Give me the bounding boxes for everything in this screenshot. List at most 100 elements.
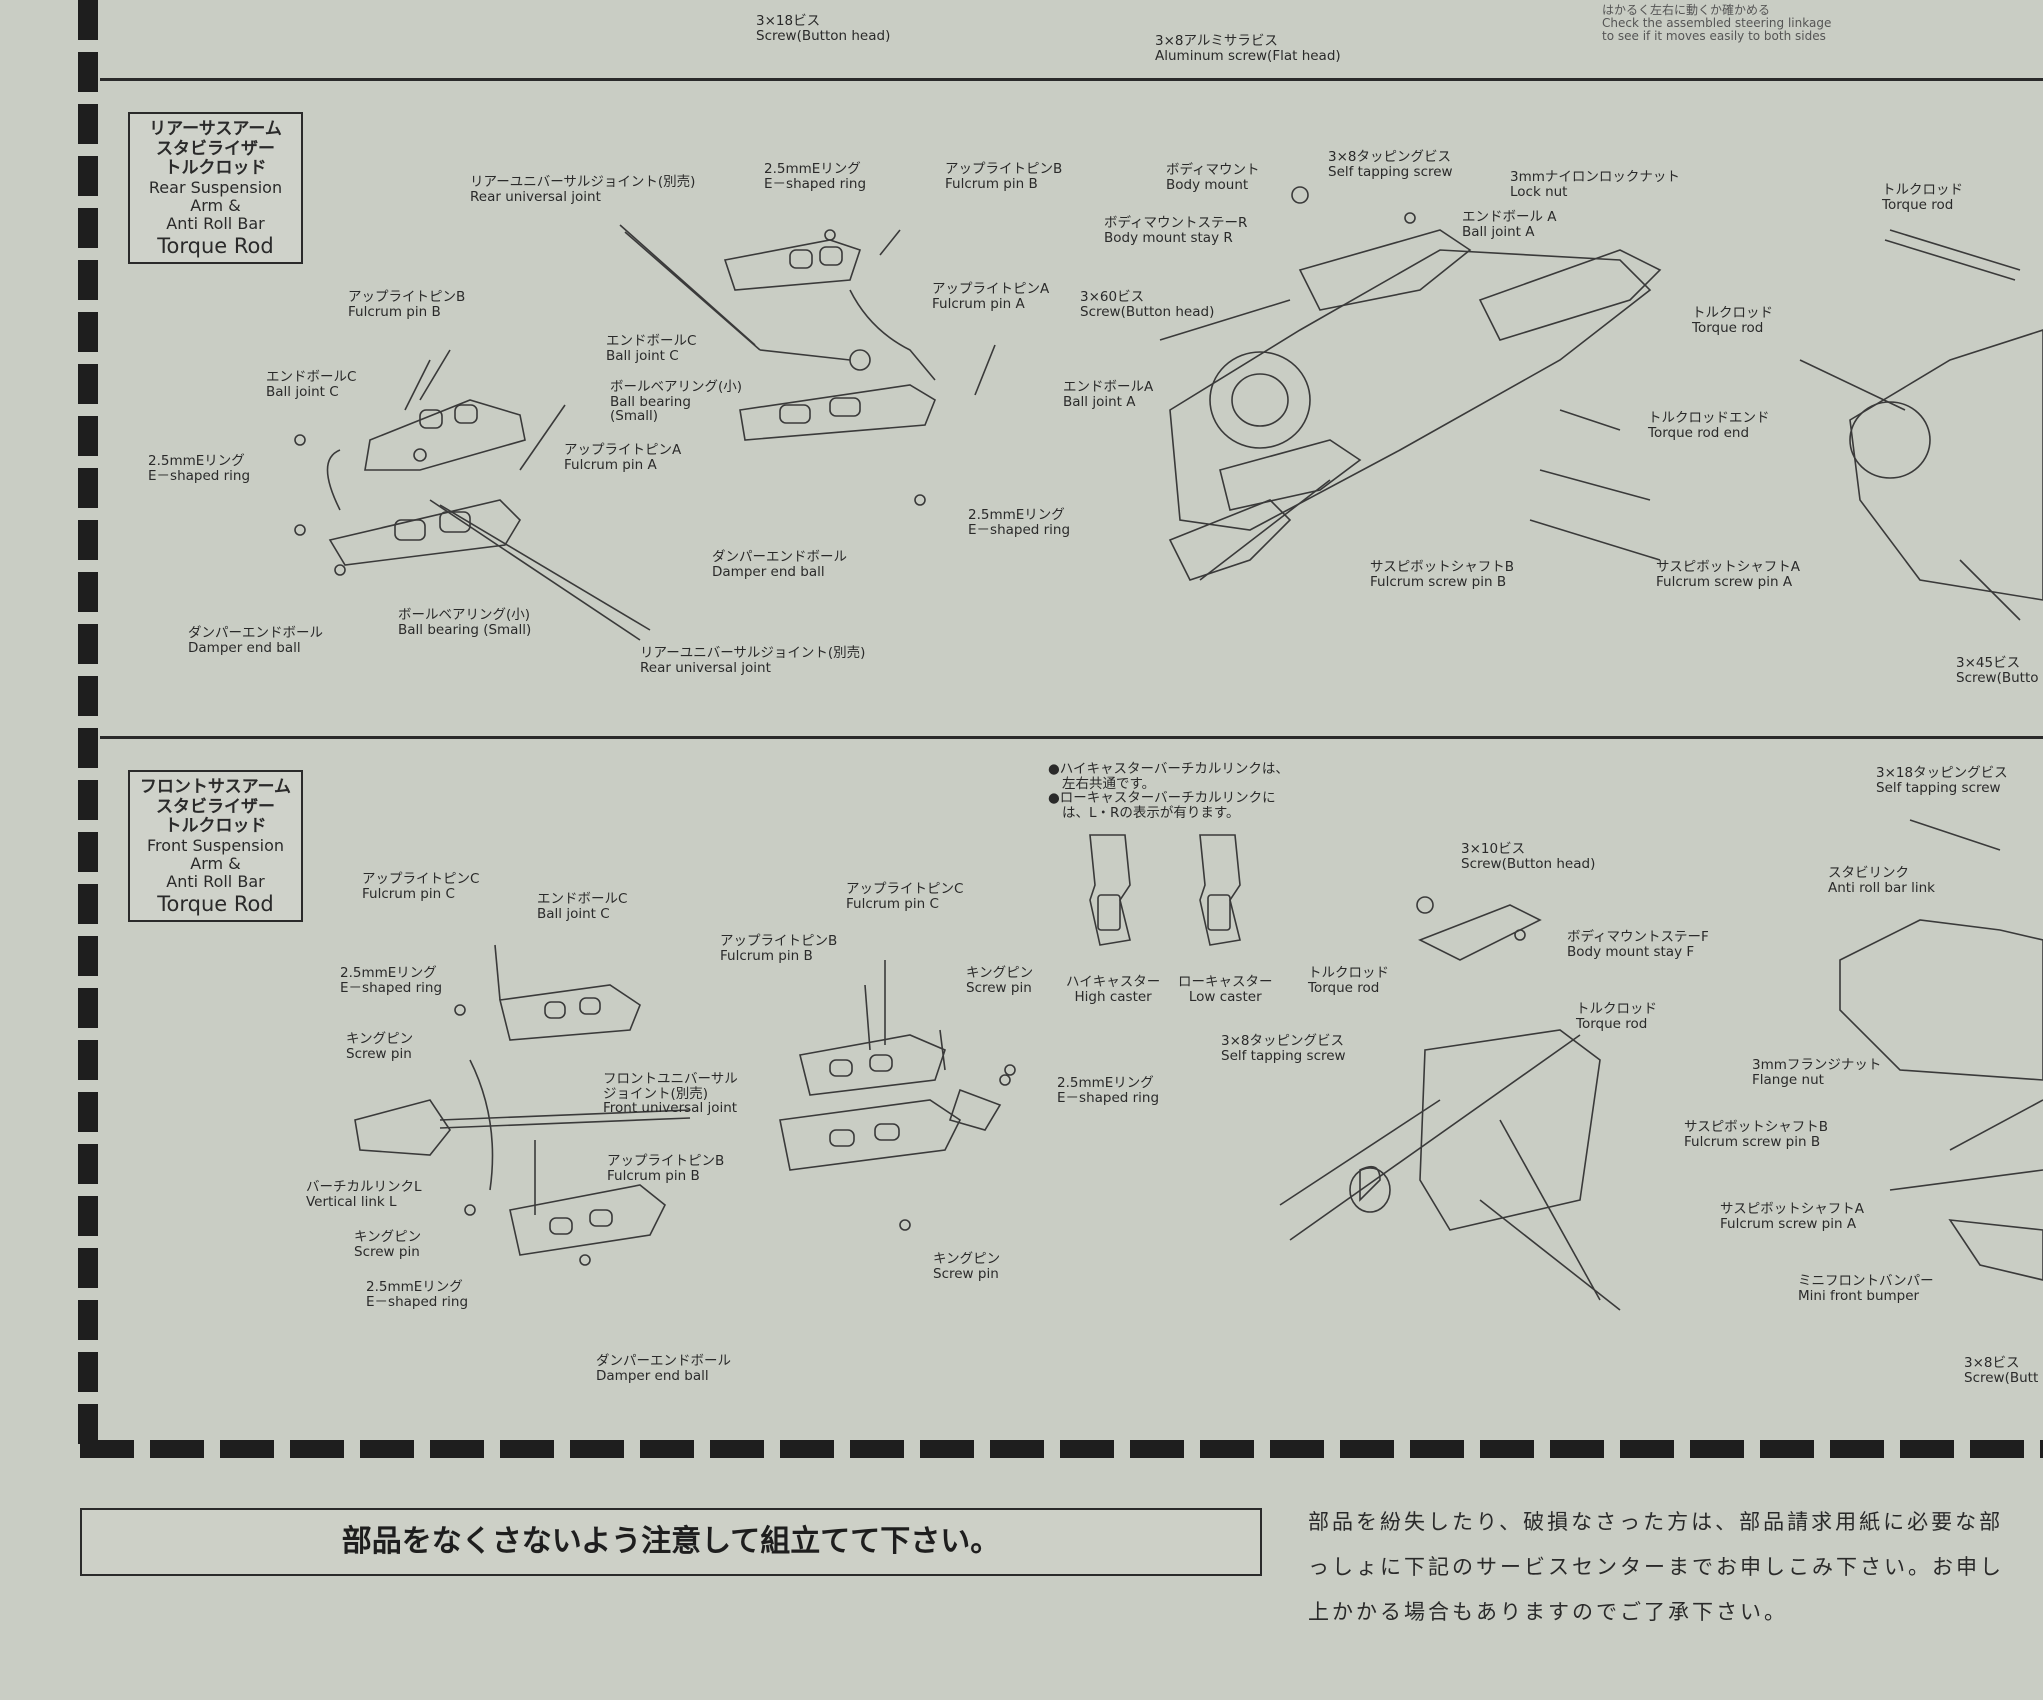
- binding-dash: [78, 936, 98, 976]
- binding-dash: [78, 520, 98, 560]
- divider-dash: [990, 1440, 1044, 1458]
- divider-dash: [1760, 1440, 1814, 1458]
- binding-dash: [78, 780, 98, 820]
- binding-dash: [78, 676, 98, 716]
- label-rear-universal-joint-top: リアーユニバーサルジョイント(別売)Rear universal joint: [470, 174, 696, 205]
- binding-dash: [78, 728, 98, 768]
- binding-dash: [78, 624, 98, 664]
- divider-dash: [80, 1440, 134, 1458]
- caster-link-drawings: [1089, 834, 1241, 946]
- care-note-box: 部品をなくさないよう注意して組立てて下さい。: [80, 1508, 1262, 1576]
- binding-dash: [78, 1040, 98, 1080]
- front-right-partial-drawing: [1839, 819, 2043, 1281]
- binding-dash: [78, 0, 98, 40]
- divider-dash: [220, 1440, 274, 1458]
- rear-section-title: リアーサスアーム スタビライザー トルクロッド Rear Suspension …: [128, 112, 303, 264]
- binding-dash: [78, 104, 98, 144]
- caster-note: ●ハイキャスターバーチカルリンクは、 左右共通です。 ●ローキャスターバーチカル…: [1048, 761, 1289, 821]
- binding-dash: [78, 1144, 98, 1184]
- front-arm-middle-drawing: [779, 960, 1016, 1231]
- divider-dash: [1550, 1440, 1604, 1458]
- divider-dash: [360, 1440, 414, 1458]
- binding-dash: [78, 312, 98, 352]
- divider-dash: [290, 1440, 344, 1458]
- binding-dash: [78, 1196, 98, 1236]
- divider-dash: [850, 1440, 904, 1458]
- front-chassis-drawing: [1279, 896, 1621, 1311]
- label-rear-universal-joint-bottom: リアーユニバーサルジョイント(別売)Rear universal joint: [640, 645, 866, 676]
- binding-dash: [78, 1300, 98, 1340]
- divider-dash: [1060, 1440, 1114, 1458]
- binding-dash: [78, 988, 98, 1028]
- binding-dash: [78, 1092, 98, 1132]
- divider-dash: [1900, 1440, 1954, 1458]
- divider-dash: [710, 1440, 764, 1458]
- divider-dash: [780, 1440, 834, 1458]
- service-center-text: 部品を紛失したり、破損なさった方は、部品請求用紙に必要な部 っしょに下記のサービ…: [1308, 1510, 2004, 1624]
- binding-dash: [78, 52, 98, 92]
- divider-dash: [430, 1440, 484, 1458]
- divider-dash: [1480, 1440, 1534, 1458]
- divider-dash: [2040, 1440, 2043, 1458]
- rear-right-partial-drawing: [1799, 229, 2043, 621]
- binding-dash: [78, 468, 98, 508]
- binding-dash: [78, 1404, 98, 1444]
- binding-dash: [78, 416, 98, 456]
- divider-dash: [1270, 1440, 1324, 1458]
- binding-dash: [78, 260, 98, 300]
- divider-dash: [1410, 1440, 1464, 1458]
- divider-dash: [570, 1440, 624, 1458]
- binding-dash: [78, 832, 98, 872]
- divider-dash: [920, 1440, 974, 1458]
- divider-dash: [1340, 1440, 1394, 1458]
- divider-dash: [1970, 1440, 2024, 1458]
- divider-dash: [640, 1440, 694, 1458]
- divider-dash: [1830, 1440, 1884, 1458]
- binding-dash: [78, 156, 98, 196]
- section-divider-middle: [100, 736, 2043, 739]
- divider-dash: [1200, 1440, 1254, 1458]
